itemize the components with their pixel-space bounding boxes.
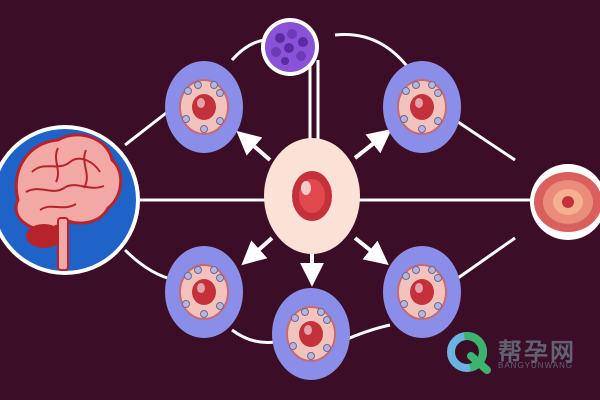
arrow-down-right-icon [353, 236, 389, 265]
q-logo-icon [447, 332, 491, 374]
connector-line [344, 323, 391, 342]
red-cell-icon [292, 171, 332, 221]
arrow-down-left-icon [241, 236, 274, 266]
arrow-up-left-icon [236, 130, 272, 162]
connector-line [123, 248, 176, 282]
satellite-cells [165, 61, 461, 380]
cell-icon [286, 306, 336, 362]
brain-icon [14, 133, 123, 271]
center-node [264, 138, 360, 254]
cell-icon [397, 79, 447, 135]
satellite-cell-node [272, 288, 350, 380]
purple-cluster-node [261, 18, 319, 76]
tissue-cross-section-icon [534, 172, 600, 232]
connector-line [230, 38, 266, 61]
satellite-cell-node [383, 246, 461, 338]
tissue-node [530, 164, 600, 240]
watermark-subtext: BANGYUNWANG [498, 361, 574, 370]
connector-line [231, 328, 276, 344]
satellite-cell-node [165, 246, 243, 338]
brain-node [0, 125, 140, 275]
connector-line [457, 236, 516, 280]
watermark-text: 帮孕网 [498, 338, 576, 366]
arrow-up-right-icon [353, 129, 392, 160]
purple-cell-cluster-icon [265, 22, 315, 72]
arrows [236, 129, 392, 287]
cell-icon [397, 264, 447, 320]
connector-line [124, 108, 171, 147]
cell-icon [179, 264, 229, 320]
connector-line [454, 118, 516, 162]
satellite-cell-node [383, 61, 461, 153]
cell-icon [179, 79, 229, 135]
satellite-cell-node [165, 61, 243, 153]
connector-line [334, 32, 412, 71]
